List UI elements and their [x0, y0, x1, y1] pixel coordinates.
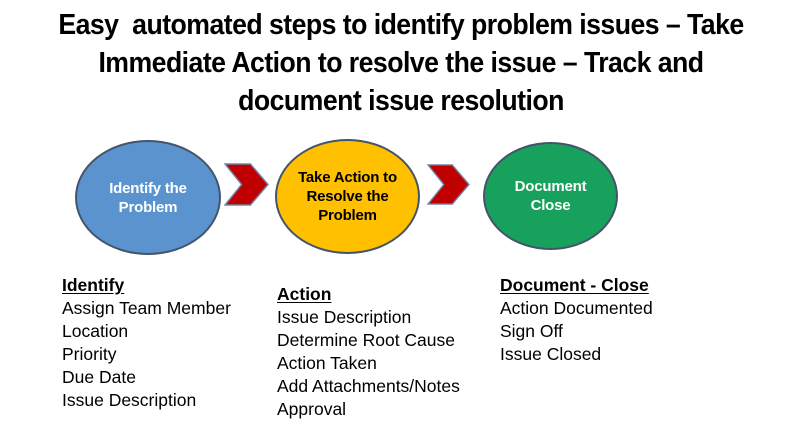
list-heading: Document - Close [500, 275, 649, 295]
list-item: Location [62, 321, 129, 341]
list-item: Priority [62, 344, 117, 364]
title-line: Easy automated steps to identify problem… [58, 9, 744, 41]
title-line: Immediate Action to resolve the issue – … [98, 47, 704, 79]
step-ellipse-document-close: Document Close [483, 142, 618, 250]
chevron-arrow-icon [224, 163, 269, 206]
list-item: Action Taken [277, 353, 377, 373]
list-item: Due Date [62, 367, 136, 387]
list-item: Determine Root Cause [277, 330, 455, 350]
step-ellipse-identify: Identify the Problem [75, 140, 221, 255]
flow-arrow-icon [224, 163, 269, 206]
list-item: Issue Description [62, 390, 197, 410]
list-item: Sign Off [500, 321, 563, 341]
chevron-arrow-icon [427, 164, 470, 205]
list-heading: Identify [62, 275, 125, 295]
list-item: Add Attachments/Notes [277, 376, 460, 396]
list-item: Action Documented [500, 298, 653, 318]
step-label: Take Action to Resolve the Problem [298, 169, 397, 224]
step-label: Document Close [514, 178, 587, 214]
page-title: Easy automated steps to identify problem… [32, 6, 770, 120]
list-item: Issue Description [277, 307, 412, 327]
list-item: Approval [277, 399, 347, 419]
list-item: Issue Closed [500, 344, 602, 364]
list-item: Assign Team Member [62, 298, 231, 318]
step-ellipse-action: Take Action to Resolve the Problem [275, 139, 420, 254]
list-heading: Action [277, 284, 332, 304]
step-label: Identify the Problem [109, 179, 187, 216]
flow-arrow-icon [427, 164, 470, 205]
title-line: document issue resolution [238, 85, 564, 117]
